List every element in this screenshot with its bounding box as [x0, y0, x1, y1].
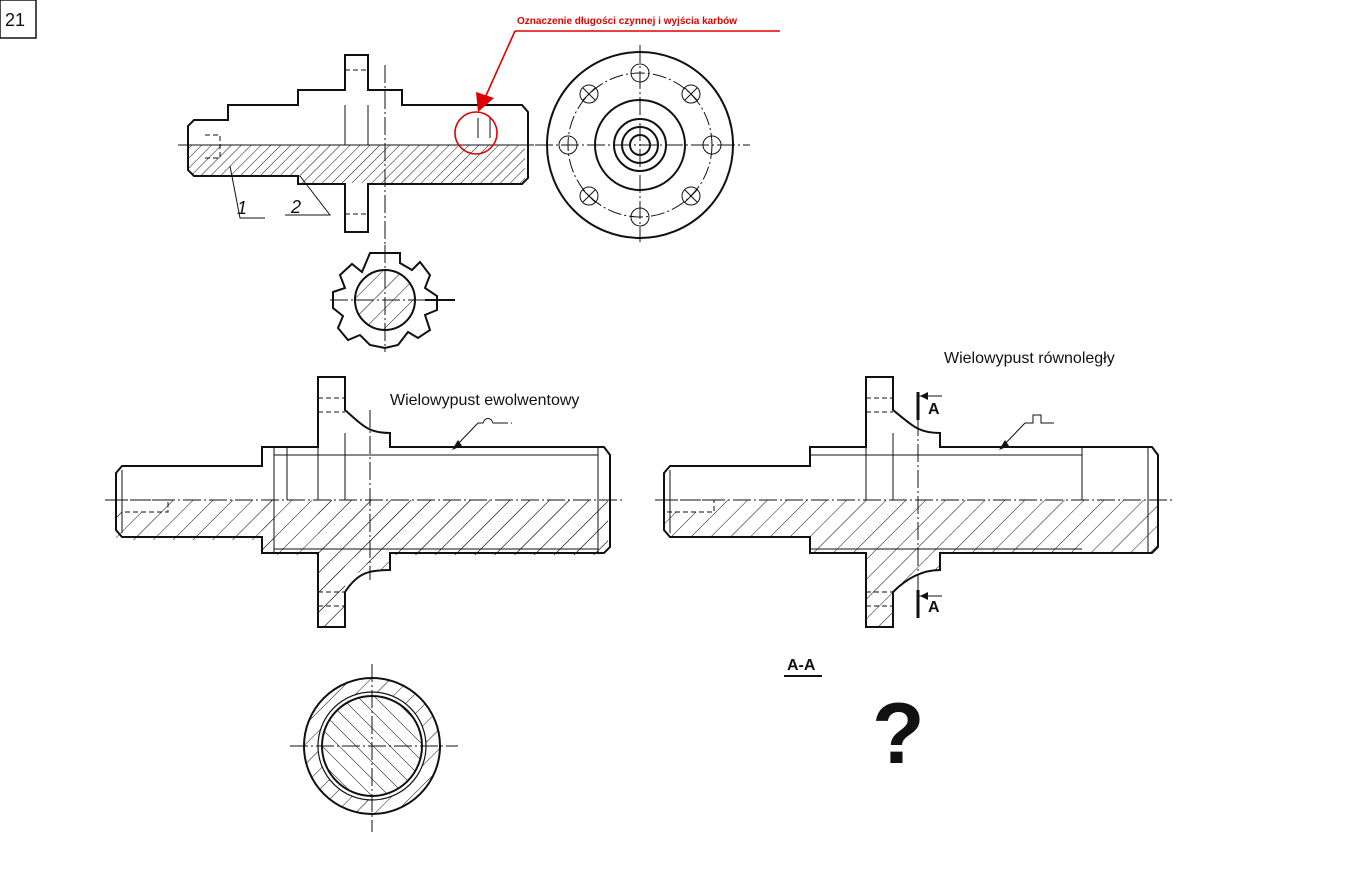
page-number-box: 21	[0, 0, 37, 39]
callout-annotation: Oznaczenie długości czynnej i wyjścia ka…	[454, 16, 780, 155]
item-label-2: 2	[290, 197, 301, 217]
parallel-spline-shaft-view: A A Wielowypust równoległy	[655, 350, 1175, 628]
section-marker-top: A	[928, 401, 940, 418]
involute-spline-section	[290, 664, 458, 832]
spline-cross-section	[330, 245, 455, 352]
involute-view-title: Wielowypust ewolwentowy	[390, 392, 579, 409]
callout-text: Oznaczenie długości czynnej i wyjścia ka…	[517, 16, 737, 27]
item-label-1: 1	[237, 198, 247, 218]
question-mark: ?	[872, 686, 925, 782]
reference-shaft-drawing: 1 2	[178, 54, 540, 255]
involute-spline-shaft-view: Wielowypust ewolwentowy	[105, 376, 622, 628]
page-number: 21	[5, 10, 25, 30]
section-title: A-A	[787, 657, 816, 674]
parallel-view-title: Wielowypust równoległy	[944, 350, 1115, 367]
callout-highlight-circle	[454, 111, 498, 155]
flange-end-view	[535, 45, 750, 242]
section-a-a: A-A ?	[784, 657, 925, 782]
section-marker-bottom: A	[928, 599, 940, 616]
